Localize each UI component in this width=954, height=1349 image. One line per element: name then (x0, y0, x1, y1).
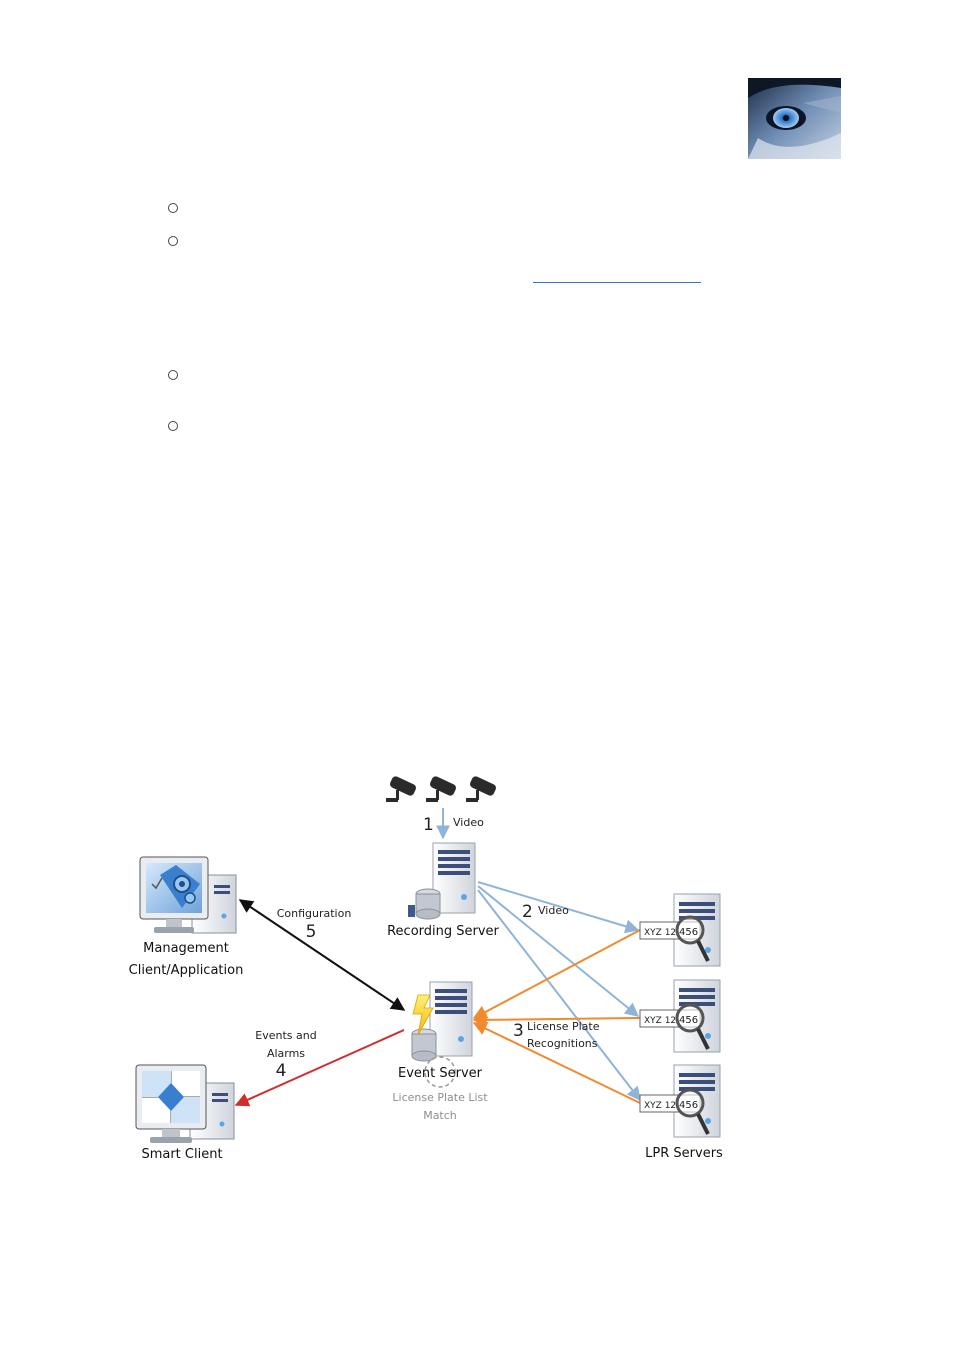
arrow-video-to-lpr-3 (477, 889, 641, 1102)
step-2-label: Video (538, 904, 569, 917)
camera-icon (466, 776, 497, 802)
arrow-events-alarms (234, 1029, 405, 1107)
plate-text-right: 456 (679, 1100, 698, 1111)
plate-text-left: XYZ 12 (644, 1016, 676, 1026)
event-server-label: Event Server (398, 1066, 483, 1081)
plate-text-right: 456 (679, 1015, 698, 1026)
recording-server-label: Recording Server (387, 924, 499, 939)
plate-text-left: XYZ 12 (644, 1101, 676, 1111)
step-1-label: Video (453, 816, 484, 829)
list-bullet (168, 421, 178, 431)
step-5-number: 5 (306, 922, 317, 942)
camera-icon (426, 776, 457, 802)
camera-icon (386, 776, 417, 802)
step-5-label: Configuration (277, 907, 352, 920)
step-3-label-line1: License Plate (527, 1020, 600, 1033)
lpr-server-icon (639, 893, 721, 967)
smart-client-icon (135, 1064, 235, 1143)
smart-client-label: Smart Client (141, 1147, 222, 1162)
step-4-number: 4 (276, 1061, 287, 1081)
link-underline (533, 282, 701, 283)
arrow-configuration (238, 899, 406, 1011)
management-label-line2: Client/Application (129, 963, 244, 978)
match-label-line1: License Plate List (392, 1091, 488, 1104)
match-loop-icon (424, 1056, 456, 1088)
plate-text-right: 456 (679, 927, 698, 938)
list-bullet (168, 203, 178, 213)
management-label-line1: Management (143, 941, 229, 956)
event-server-icon (411, 981, 473, 1062)
wolf-eye-logo (748, 78, 841, 159)
match-label-line2: Match (423, 1109, 457, 1122)
step-4-label-line2: Alarms (267, 1047, 305, 1060)
step-3-number: 3 (513, 1021, 524, 1041)
arrow-video-to-lpr-1 (477, 881, 640, 934)
arrow-video-to-lpr-2 (477, 885, 640, 1017)
lpr-architecture-diagram: XYZ 12 456 XYZ 12 456 XYZ 12 456 1 Video… (129, 776, 723, 1162)
arrow-recognition-lpr-1 (472, 929, 641, 1019)
plate-text-left: XYZ 12 (644, 928, 676, 938)
lpr-server-icon (639, 1064, 721, 1138)
step-2-number: 2 (522, 902, 533, 922)
recording-server-icon (408, 842, 476, 920)
management-client-icon (139, 856, 237, 934)
lightning-icon (412, 994, 434, 1036)
step-4-label-line1: Events and (255, 1029, 316, 1042)
list-bullet (168, 370, 178, 380)
lpr-servers-label: LPR Servers (645, 1146, 723, 1161)
step-3-label-line2: Recognitions (527, 1037, 598, 1050)
arrow-recognition-lpr-3 (472, 1022, 641, 1104)
arrow-recognition-lpr-2 (472, 1012, 641, 1027)
lpr-server-icon (639, 979, 721, 1053)
list-bullet (168, 236, 178, 246)
step-1-number: 1 (423, 815, 434, 835)
